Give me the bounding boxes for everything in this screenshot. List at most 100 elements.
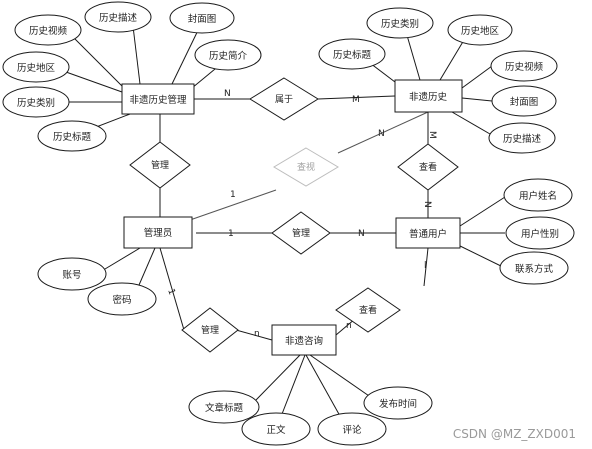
line-consult-body [281, 354, 306, 415]
attr-label: 历史标题 [333, 49, 372, 61]
attr-hist-cover: 封面图 [491, 85, 557, 117]
card-user-view-bottom: N [422, 201, 432, 208]
attr-label: 历史视频 [505, 61, 544, 73]
line-hist-desc [451, 111, 491, 135]
attr-mgmt-category: 历史类别 [2, 86, 70, 118]
attr-label: 文章标题 [205, 402, 244, 414]
entity-heritage-consult: 非遗咨询 [271, 324, 337, 356]
relationship-label: 管理 [201, 324, 219, 336]
entity-heritage-history: 非遗历史 [394, 79, 463, 113]
relationship-admin-user: 管理 [271, 211, 331, 255]
line-belongs-hist [317, 95, 396, 100]
attr-label: 历史类别 [381, 18, 419, 30]
attr-label: 历史简介 [209, 50, 248, 62]
entity-label: 非遗咨询 [285, 335, 323, 347]
relationship-user-consult: 查看 [335, 287, 401, 333]
attr-consult-title: 文章标题 [188, 390, 260, 424]
attr-consult-publish: 发布时间 [363, 386, 433, 420]
line-consult-title [255, 354, 301, 401]
relationship-label: 管理 [292, 227, 310, 239]
relationship-view: 查视 [273, 147, 339, 187]
card-user-consult-left: n [346, 321, 352, 331]
entity-label: 管理员 [144, 227, 173, 239]
attr-hist-video: 历史视频 [490, 50, 558, 82]
line-mgmt-video [65, 29, 125, 89]
attr-label: 封面图 [188, 13, 217, 25]
attr-mgmt-region: 历史地区 [2, 51, 70, 83]
attr-user-gender: 用户性别 [505, 216, 575, 250]
attr-label: 历史地区 [17, 62, 56, 74]
attr-label: 用户姓名 [519, 190, 557, 202]
attr-mgmt-cover: 封面图 [169, 2, 235, 34]
attr-mgmt-video: 历史视频 [14, 14, 82, 46]
entity-normal-user: 普通用户 [395, 217, 461, 249]
attr-mgmt-desc: 历史描述 [84, 1, 152, 33]
connector-lines [51, 17, 506, 417]
relationship-admin-mgmt: 管理 [129, 141, 191, 189]
line-consult-comment [305, 354, 341, 417]
attr-mgmt-intro: 历史简介 [194, 39, 262, 71]
relationship-admin-consult: 管理 [181, 307, 239, 353]
attr-label: 用户性别 [521, 228, 559, 240]
relationship-label: 属于 [275, 94, 293, 105]
card-belongs-left: N [224, 89, 231, 99]
attr-label: 账号 [62, 270, 81, 281]
attr-label: 历史描述 [99, 12, 138, 24]
card-user-view-top: M [427, 131, 437, 139]
line-user-name [459, 196, 506, 227]
attr-hist-region: 历史地区 [447, 14, 513, 46]
attr-label: 历史描述 [503, 133, 542, 145]
cardinality-labels: N M N 1 1 N M N 1 n n l [165, 89, 437, 339]
attr-user-contact: 联系方式 [499, 251, 569, 285]
relationship-label: 管理 [151, 159, 169, 171]
attr-mgmt-title: 历史标题 [37, 120, 107, 152]
attr-consult-comment: 评论 [317, 412, 387, 446]
entity-heritage-history-mgmt: 非遗历史管理 [121, 83, 195, 115]
card-admin-user-right: N [358, 229, 365, 239]
entity-admin: 管理员 [123, 216, 193, 249]
relationship-belongs: 属于 [249, 77, 319, 121]
entity-label: 普通用户 [409, 228, 447, 240]
attr-label: 封面图 [510, 96, 539, 108]
line-admin-account [99, 247, 141, 273]
attr-label: 发布时间 [379, 398, 417, 410]
line-consult-publish [309, 354, 373, 399]
attr-label: 历史标题 [53, 131, 92, 143]
attr-user-name: 用户姓名 [503, 178, 573, 212]
card-admin-consult-top: 1 [165, 288, 176, 297]
attr-admin-account: 账号 [37, 257, 107, 291]
line-view-admin [189, 189, 277, 221]
line-admin-consultrel [159, 247, 185, 331]
card-user-consult-right: l [424, 261, 427, 271]
entity-label: 非遗历史 [409, 91, 448, 103]
attr-label: 联系方式 [515, 263, 554, 275]
attr-label: 历史地区 [461, 25, 500, 37]
relationship-label: 查看 [359, 304, 377, 316]
line-hist-video [461, 65, 493, 89]
attr-hist-desc: 历史描述 [488, 122, 556, 154]
relationship-label: 查看 [419, 161, 437, 173]
card-admin-consult-right: n [254, 329, 260, 339]
line-user-userconsult [423, 247, 429, 287]
card-admin-user-left: 1 [228, 229, 234, 239]
watermark-text: CSDN @MZ_ZXD001 [453, 427, 576, 441]
attr-label: 正文 [266, 424, 286, 436]
card-view-hist: N [378, 129, 385, 139]
attr-label: 历史视频 [29, 25, 68, 37]
line-hist-view [337, 111, 429, 154]
attr-label: 评论 [342, 424, 362, 436]
line-consultrel-consult [235, 329, 273, 341]
attr-label: 密码 [112, 294, 131, 306]
line-user-contact [455, 243, 506, 269]
attr-label: 历史类别 [17, 97, 55, 109]
relationship-user-view: 查看 [397, 143, 459, 191]
card-view-admin: 1 [230, 190, 236, 200]
attr-hist-title: 历史标题 [318, 38, 386, 70]
card-belongs-right: M [352, 95, 360, 105]
attr-consult-body: 正文 [241, 412, 311, 446]
attr-hist-category: 历史类别 [366, 7, 434, 39]
entity-label: 非遗历史管理 [129, 94, 187, 106]
relationship-label: 查视 [297, 161, 315, 173]
line-hist-cover [461, 97, 493, 102]
attr-admin-password: 密码 [87, 282, 157, 316]
